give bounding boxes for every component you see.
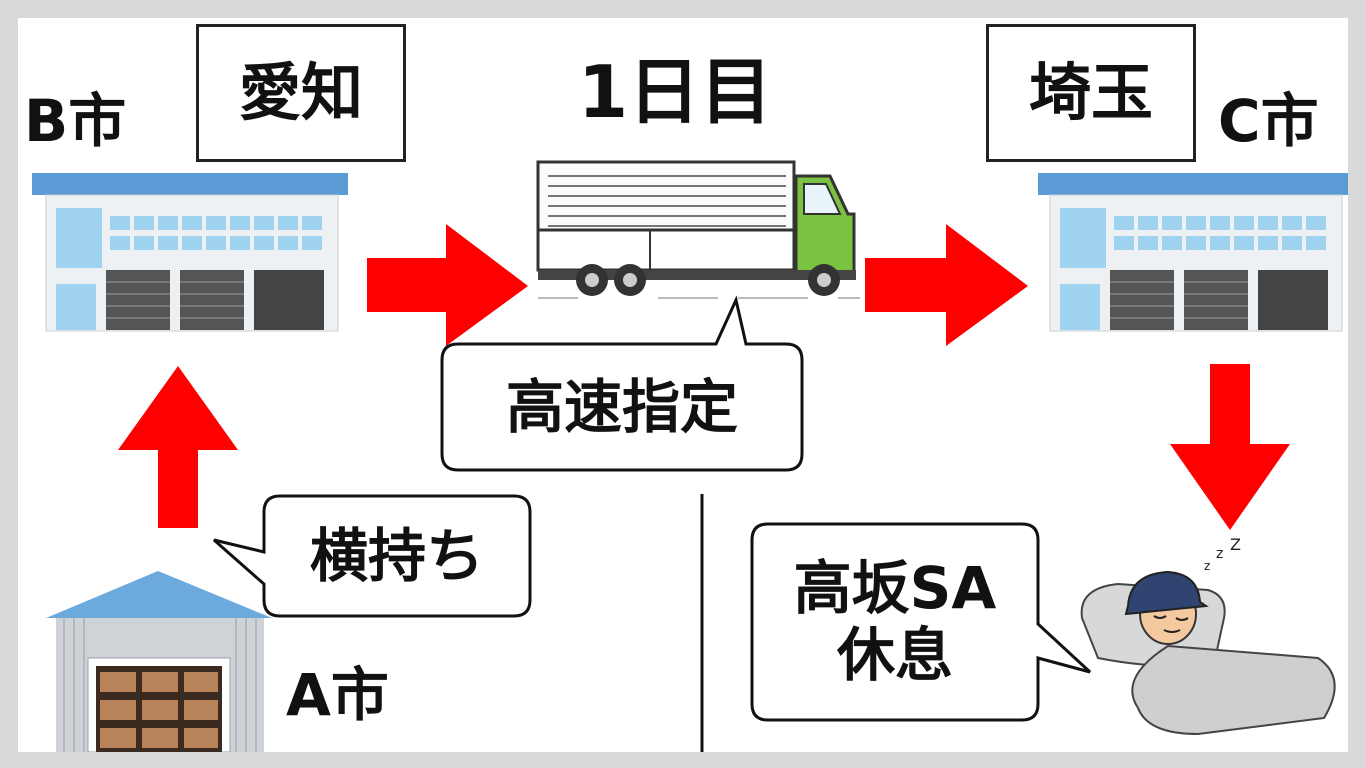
origin-prefecture-label: 愛知: [238, 56, 363, 129]
destination-prefecture-label: 埼玉: [1028, 56, 1153, 129]
diagram-canvas: z z Z 1日目 愛知 埼玉 B市 C市 A市 横持ち 高速指定 高坂SA 休…: [18, 18, 1348, 752]
warehouse-a-icon: [46, 571, 272, 752]
origin-prefecture-box: 愛知: [196, 24, 406, 162]
destination-prefecture-box: 埼玉: [986, 24, 1196, 162]
arrow-right-1: [367, 224, 528, 346]
arrow-right-2: [865, 224, 1028, 346]
sleeping-worker-icon: z z Z: [1080, 535, 1336, 736]
transfer-label: 横持ち: [309, 521, 484, 590]
transfer-bubble-text: 横持ち: [264, 496, 530, 616]
page-title: 1日目: [578, 50, 773, 134]
rest-label: 休息: [836, 621, 953, 689]
arrow-down: [1170, 364, 1290, 530]
svg-text:z: z: [1204, 559, 1210, 573]
svg-text:Z: Z: [1230, 535, 1241, 554]
building-c-icon: [1038, 173, 1348, 332]
highway-label: 高速指定: [505, 372, 738, 441]
svg-text:z: z: [1216, 546, 1223, 562]
building-b-icon: [32, 173, 348, 332]
city-c-label: C市: [1218, 87, 1319, 155]
bubble-rest-outline: [750, 522, 1092, 722]
diagram-graphics: z z Z: [32, 160, 1348, 752]
truck-icon: [536, 160, 860, 299]
rest-bubble-text: 高坂SA 休息: [752, 524, 1038, 720]
city-a-label: A市: [286, 661, 389, 729]
bubble-highway-outline: [440, 295, 804, 472]
bubble-transfer-outline: [213, 494, 532, 618]
arrow-up: [118, 366, 238, 528]
rest-location-label: 高坂SA: [793, 554, 997, 623]
city-b-label: B市: [24, 87, 127, 155]
highway-bubble-text: 高速指定: [442, 344, 802, 470]
